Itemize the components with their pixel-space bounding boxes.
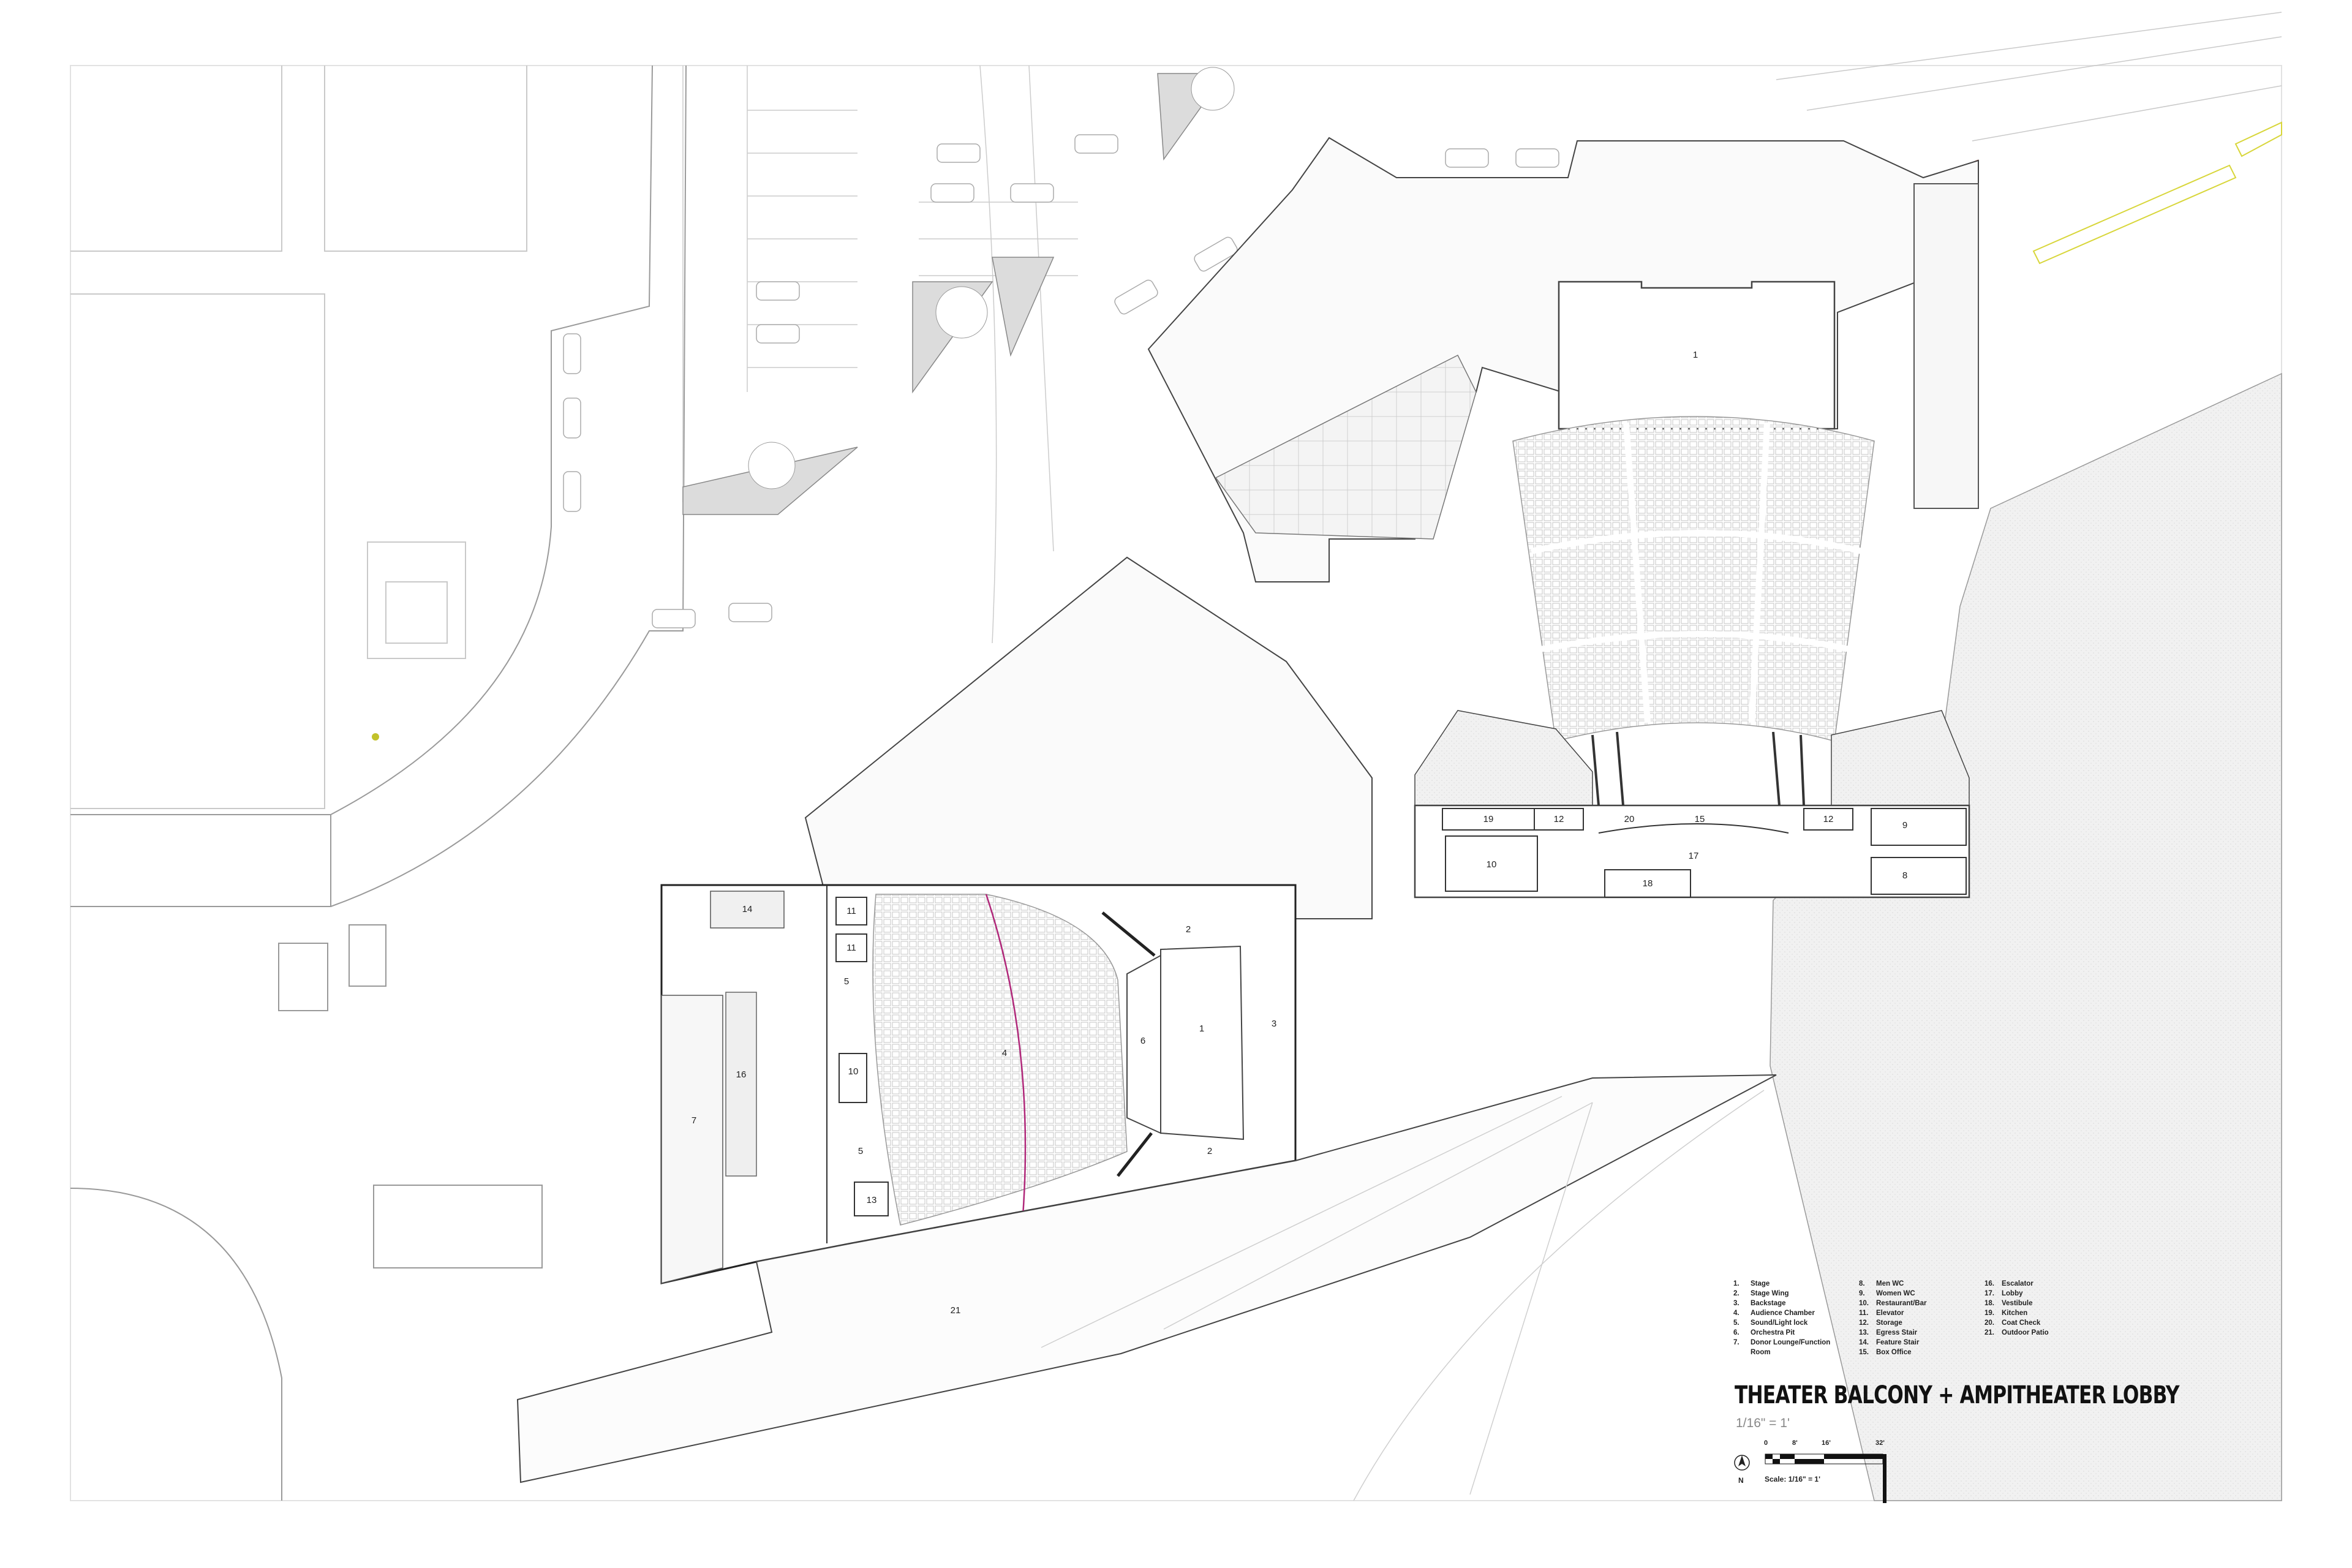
label-amp-9: 9 xyxy=(1902,820,1907,831)
yellow-strip xyxy=(2032,164,2237,265)
scale-text: Scale: 1/16" = 1' xyxy=(1765,1475,1820,1483)
label-th-2b: 2 xyxy=(1207,1146,1212,1156)
trees xyxy=(748,67,1235,489)
label-th-10: 10 xyxy=(848,1066,859,1077)
legend-item: 17.Lobby xyxy=(1985,1290,2023,1297)
label-amp-12a: 12 xyxy=(1554,814,1564,824)
yellow-strip-b xyxy=(2234,121,2282,157)
site-blocks xyxy=(70,66,527,809)
amp-room-labels: 1 19 12 20 15 12 9 8 17 10 18 xyxy=(1483,350,1908,889)
legend-item: 12.Storage xyxy=(1859,1319,1902,1327)
glass-canopy xyxy=(1215,354,1477,540)
amp-lobby-rooms xyxy=(1442,808,1967,898)
amp-vomitories xyxy=(1591,731,1805,806)
theater-room-labels: 14 11 11 5 16 7 10 5 13 4 6 1 2 2 3 21 xyxy=(692,904,1276,1316)
theater-balcony-rail xyxy=(985,894,1027,1216)
legend-column-1: 1.Stage 2.Stage Wing 3.Backstage 4.Audie… xyxy=(1733,1279,1830,1357)
legend-item: 1.Stage xyxy=(1733,1280,1770,1287)
amp-lobby-wing-r xyxy=(1831,710,1970,806)
scale-bar: 0 8' 16' 32' xyxy=(1733,1439,1917,1507)
north-arrow-pointer-icon xyxy=(1738,1455,1746,1466)
label-amp-20: 20 xyxy=(1624,814,1635,824)
parked-cars xyxy=(563,134,1559,628)
label-th-7: 7 xyxy=(692,1115,696,1126)
label-th-5a: 5 xyxy=(844,976,849,987)
label-amp-stage: 1 xyxy=(1693,350,1698,360)
marker-dot xyxy=(372,733,379,741)
theater-service-rooms xyxy=(835,897,889,1216)
legend-item: 6.Orchestra Pit xyxy=(1733,1329,1795,1336)
legend-item: 2.Stage Wing xyxy=(1733,1290,1789,1297)
label-th-1: 1 xyxy=(1199,1023,1204,1034)
legend-item: 21.Outdoor Patio xyxy=(1985,1329,2049,1336)
label-patio-21: 21 xyxy=(951,1305,961,1316)
scale-tick: 8' xyxy=(1792,1439,1798,1447)
label-amp-17: 17 xyxy=(1689,851,1699,861)
amp-lobby xyxy=(1414,804,1970,899)
theater-escalator-16 xyxy=(725,992,757,1177)
scale-tick: 0 xyxy=(1764,1439,1768,1447)
legend-item: 16.Escalator xyxy=(1985,1280,2034,1287)
parking-lot xyxy=(682,65,1078,644)
legend-item: 10.Restaurant/Bar xyxy=(1859,1300,1927,1307)
label-th-5b: 5 xyxy=(858,1146,863,1156)
scale-note: 1/16" = 1' xyxy=(1736,1416,1790,1430)
legend-item: 5.Sound/Light lock xyxy=(1733,1319,1808,1327)
scale-tick: 32' xyxy=(1875,1439,1885,1447)
theater-proscenium xyxy=(1101,911,1156,1177)
room-legend: 1.Stage 2.Stage Wing 3.Backstage 4.Audie… xyxy=(1733,1279,2223,1365)
theater-lounge-7 xyxy=(661,995,723,1284)
legend-item: Room xyxy=(1751,1349,1771,1356)
legend-item: 11.Elevator xyxy=(1859,1310,1904,1317)
label-th-11b: 11 xyxy=(846,943,856,953)
label-th-14: 14 xyxy=(742,904,753,914)
legend-item: 7.Donor Lounge/Function xyxy=(1733,1339,1831,1346)
legend-item: 14.Feature Stair xyxy=(1859,1339,1920,1346)
label-amp-8: 8 xyxy=(1902,870,1907,881)
legend-column-3: 16.Escalator 17.Lobby 18.Vestibule 19.Ki… xyxy=(1985,1279,2049,1338)
legend-item: 15.Box Office xyxy=(1859,1349,1912,1356)
label-amp-15: 15 xyxy=(1695,814,1705,824)
scale-tick: 16' xyxy=(1822,1439,1831,1447)
theater-stair-14 xyxy=(710,891,785,929)
upper-street xyxy=(1776,12,2282,141)
label-th-6: 6 xyxy=(1140,1036,1145,1046)
label-th-13: 13 xyxy=(867,1195,877,1205)
label-th-4: 4 xyxy=(1002,1048,1007,1058)
label-th-2a: 2 xyxy=(1186,924,1191,935)
legend-item: 18.Vestibule xyxy=(1985,1300,2033,1307)
road xyxy=(70,65,687,907)
legend-item: 20.Coat Check xyxy=(1985,1319,2041,1327)
left-site-objects xyxy=(70,924,543,1501)
legend-item: 19.Kitchen xyxy=(1985,1310,2028,1317)
drawing-title: THEATER BALCONY + AMPITHEATER LOBBY xyxy=(1735,1381,2180,1409)
label-amp-18: 18 xyxy=(1643,878,1653,889)
label-th-11a: 11 xyxy=(846,906,856,916)
label-amp-12b: 12 xyxy=(1823,814,1834,824)
amp-service-block xyxy=(1913,183,1979,509)
legend-item: 9.Women WC xyxy=(1859,1290,1915,1297)
terrain-area xyxy=(1770,372,2282,1501)
legend-item: 3.Backstage xyxy=(1733,1300,1786,1307)
patio-lines xyxy=(1041,1090,1765,1501)
label-amp-10: 10 xyxy=(1487,859,1497,870)
legend-item: 4.Audience Chamber xyxy=(1733,1310,1815,1317)
amp-aisles xyxy=(1530,422,1863,723)
north-label: N xyxy=(1738,1476,1744,1485)
label-amp-19: 19 xyxy=(1483,814,1494,824)
amp-seating xyxy=(1512,416,1875,742)
outdoor-patio xyxy=(516,1074,1777,1483)
theater-seating xyxy=(872,894,1128,1226)
legend-item: 13.Egress Stair xyxy=(1859,1329,1918,1336)
label-th-3: 3 xyxy=(1272,1019,1276,1029)
label-th-16: 16 xyxy=(736,1069,747,1080)
legend-item: 8.Men WC xyxy=(1859,1280,1904,1287)
theater-stage-1 xyxy=(1160,945,1245,1140)
scale-bar-graphic xyxy=(1734,1453,1887,1503)
legend-column-2: 8.Men WC 9.Women WC 10.Restaurant/Bar 11… xyxy=(1859,1279,1926,1357)
